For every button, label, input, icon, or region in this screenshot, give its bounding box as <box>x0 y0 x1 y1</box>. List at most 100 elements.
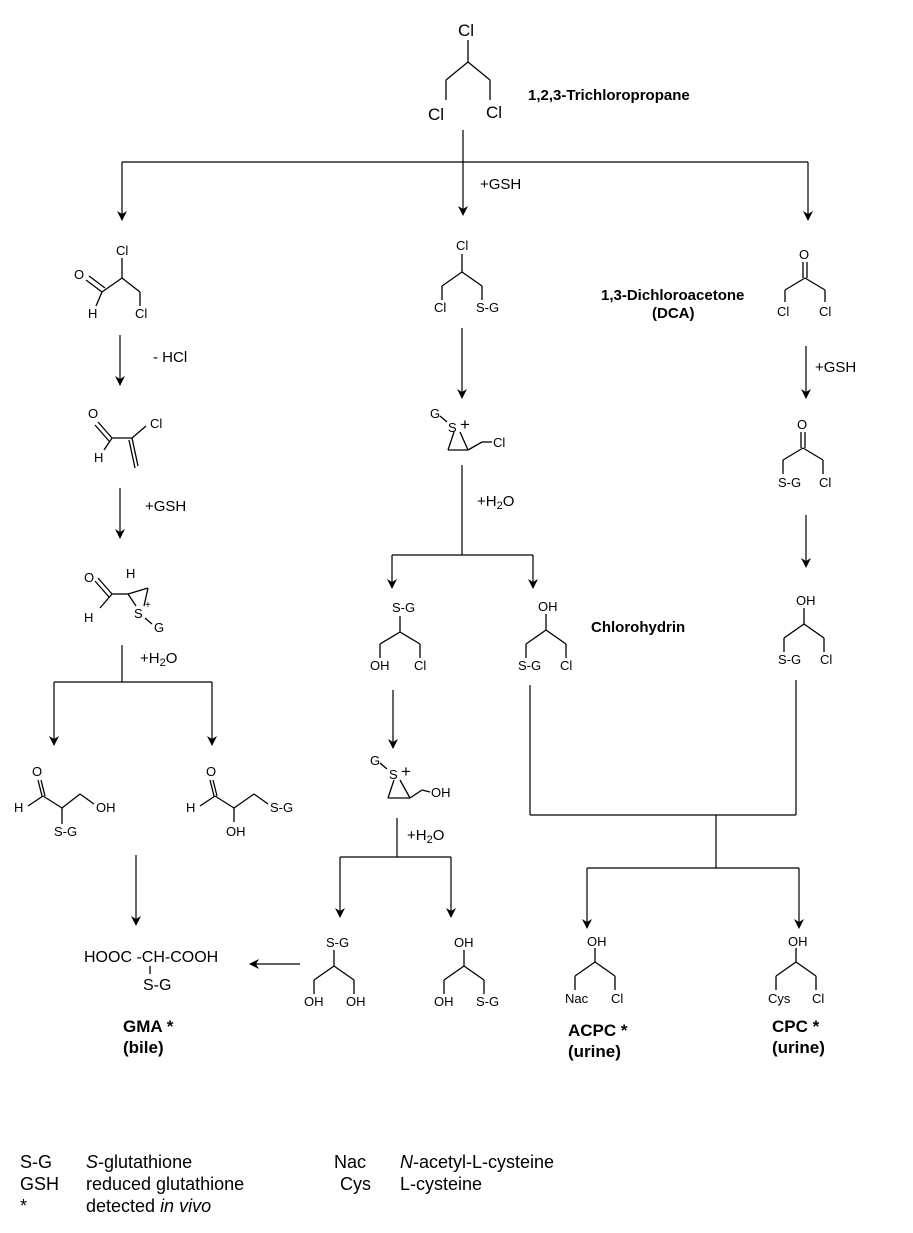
atom-s: S <box>448 420 457 435</box>
atom-o: O <box>799 247 809 262</box>
reagent-hcl: - HCl <box>153 349 187 366</box>
atom-oh: OH <box>346 994 366 1009</box>
gma-label: GMA * <box>123 1017 174 1036</box>
branch-middle <box>387 554 538 589</box>
legend-def: N-acetyl-L-cysteine <box>400 1152 554 1172</box>
atom-o: O <box>32 764 42 779</box>
atom-cl: Cl <box>819 304 831 319</box>
dca-label: 1,3-Dichloroacetone <box>601 287 744 304</box>
charge-plus: + <box>401 762 411 781</box>
atom-h: H <box>14 800 23 815</box>
atom-nac: Nac <box>565 991 589 1006</box>
atom-h: H <box>88 306 97 321</box>
legend-abbr: S-G <box>20 1152 52 1172</box>
chlorohydrin-label: Chlorohydrin <box>591 619 685 636</box>
atom-cl: Cl <box>493 435 505 450</box>
legend-abbr: * <box>20 1196 27 1216</box>
atom-s: S <box>134 606 143 621</box>
episulfonium-aldehyde-structure: O H H S + G <box>84 566 164 635</box>
urine-label: (urine) <box>772 1038 825 1057</box>
atom-h: H <box>84 610 93 625</box>
dca-abbr-label: (DCA) <box>652 305 695 322</box>
charge-plus: + <box>460 415 470 434</box>
atom-o: O <box>797 417 807 432</box>
atom-oh: OH <box>370 658 390 673</box>
atom-cl: Cl <box>428 105 444 124</box>
atom-oh: OH <box>788 934 808 949</box>
atom-g: G <box>370 753 380 768</box>
charge-plus: + <box>145 600 151 611</box>
sg-dichloropropane-structure: Cl Cl S-G <box>434 238 499 315</box>
atom-oh: OH <box>454 935 474 950</box>
legend: S-G S-glutathione GSH reduced glutathion… <box>20 1152 554 1216</box>
gma-formula: HOOC -CH-COOH <box>84 949 218 966</box>
dichloroacetone-structure: O Cl Cl <box>777 247 831 319</box>
atom-sg: S-G <box>270 800 293 815</box>
trichloropropane-structure: Cl Cl Cl <box>428 21 502 124</box>
cpc-label: CPC * <box>772 1017 820 1036</box>
sg-chloropropanol-structure: S-G OH Cl <box>370 600 426 673</box>
atom-oh: OH <box>431 785 451 800</box>
chlorohydrin-structure: OH S-G Cl <box>518 599 572 673</box>
reagent-h2o: +H2O <box>407 827 444 846</box>
legend-def: reduced glutathione <box>86 1174 244 1194</box>
atom-sg: S-G <box>778 652 801 667</box>
atom-cl: Cl <box>820 652 832 667</box>
atom-cl: Cl <box>434 300 446 315</box>
atom-cl: Cl <box>611 991 623 1006</box>
atom-sg: S-G <box>54 824 77 839</box>
atom-cl: Cl <box>150 416 162 431</box>
cpc-structure: OH Cys Cl <box>768 934 824 1006</box>
atom-cl: Cl <box>819 475 831 490</box>
atom-s: S <box>389 767 398 782</box>
urine-label: (urine) <box>568 1042 621 1061</box>
atom-oh: OH <box>96 800 116 815</box>
atom-o: O <box>206 764 216 779</box>
trichloropropane-label: 1,2,3-Trichloropropane <box>528 87 690 104</box>
bile-label: (bile) <box>123 1038 164 1057</box>
sg-propanediol-isomer-structure: OH OH S-G <box>434 935 499 1009</box>
legend-def: S-glutathione <box>86 1152 192 1172</box>
atom-o: O <box>84 570 94 585</box>
sg-chloroacetone-structure: O S-G Cl <box>778 417 831 490</box>
atom-cl: Cl <box>777 304 789 319</box>
atom-o: O <box>88 406 98 421</box>
episulfonium-hydroxy-structure: G S + OH <box>370 753 451 800</box>
atom-h: H <box>126 566 135 581</box>
acpc-label: ACPC * <box>568 1021 628 1040</box>
gma-formula-sg: S-G <box>143 977 171 994</box>
episulfonium-chloro-structure: G S + Cl <box>430 406 505 451</box>
atom-cl: Cl <box>116 243 128 258</box>
atom-cys: Cys <box>768 991 791 1006</box>
atom-cl: Cl <box>560 658 572 673</box>
sg-hydroxypropanal-structure: O H OH S-G <box>14 764 116 839</box>
atom-sg: S-G <box>392 600 415 615</box>
atom-oh: OH <box>796 593 816 608</box>
reagent-h2o: +H2O <box>477 493 514 512</box>
branch-left <box>49 681 217 746</box>
chlorohydrin-right-structure: OH S-G Cl <box>778 593 832 667</box>
reagent-gsh: +GSH <box>480 176 521 193</box>
atom-h: H <box>94 450 103 465</box>
legend-abbr: Nac <box>334 1152 366 1172</box>
branch-top <box>117 130 813 221</box>
atom-h: H <box>186 800 195 815</box>
atom-cl: Cl <box>414 658 426 673</box>
dichloropropanal-structure: Cl O H Cl <box>74 243 147 321</box>
atom-sg: S-G <box>778 475 801 490</box>
sg-propanediol-structure: S-G OH OH <box>304 935 366 1009</box>
atom-sg: S-G <box>476 300 499 315</box>
legend-abbr: Cys <box>340 1174 371 1194</box>
legend-def: detected in vivo <box>86 1196 211 1216</box>
atom-sg: S-G <box>476 994 499 1009</box>
atom-sg: S-G <box>326 935 349 950</box>
atom-cl: Cl <box>135 306 147 321</box>
atom-cl: Cl <box>458 21 474 40</box>
merge-connector <box>529 680 804 929</box>
chloroacrolein-structure: O Cl H <box>88 406 162 469</box>
branch-middle-lower <box>335 856 456 918</box>
atom-g: G <box>430 406 440 421</box>
atom-oh: OH <box>434 994 454 1009</box>
reagent-h2o: +H2O <box>140 650 177 669</box>
